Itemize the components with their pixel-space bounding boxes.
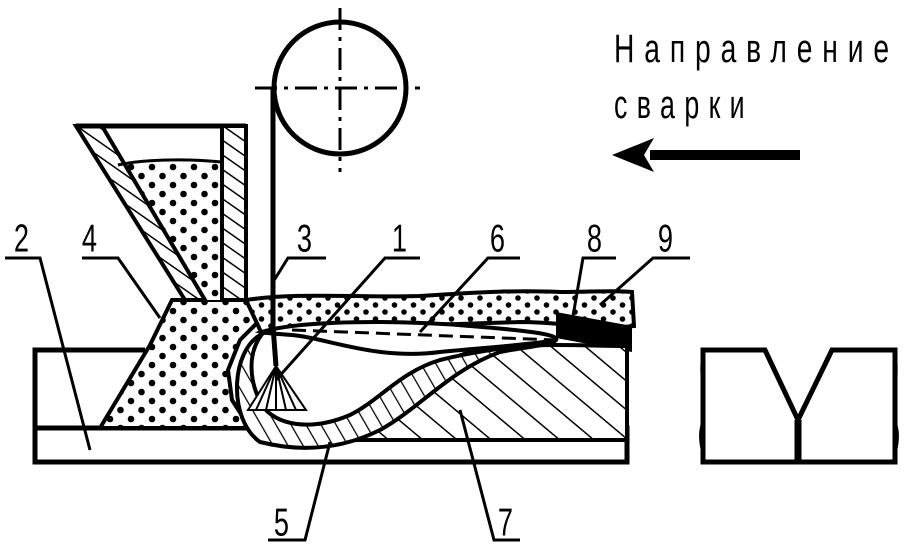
flux-hopper <box>72 123 248 302</box>
direction-title-line1: Направление <box>614 27 899 71</box>
slag-crust <box>556 312 632 352</box>
label-2: 2 <box>14 218 29 261</box>
slag-dashed-line <box>291 328 557 342</box>
label-5: 5 <box>274 502 289 545</box>
arc <box>246 364 308 411</box>
workpiece-left-edge <box>32 347 145 428</box>
label-7: 7 <box>498 502 513 545</box>
electrode-wire <box>270 88 279 367</box>
direction-arrow <box>612 138 800 172</box>
direction-title-line2: сварки <box>614 83 754 127</box>
label-9: 9 <box>658 218 673 261</box>
label-3: 3 <box>297 218 312 261</box>
groove-cross-section <box>699 347 899 465</box>
wire-spool <box>255 8 420 172</box>
label-8: 8 <box>587 218 602 261</box>
leader-lines <box>5 256 690 542</box>
label-4: 4 <box>82 218 97 261</box>
molten-pool <box>235 332 557 450</box>
label-6: 6 <box>490 218 505 261</box>
label-1: 1 <box>392 218 407 261</box>
